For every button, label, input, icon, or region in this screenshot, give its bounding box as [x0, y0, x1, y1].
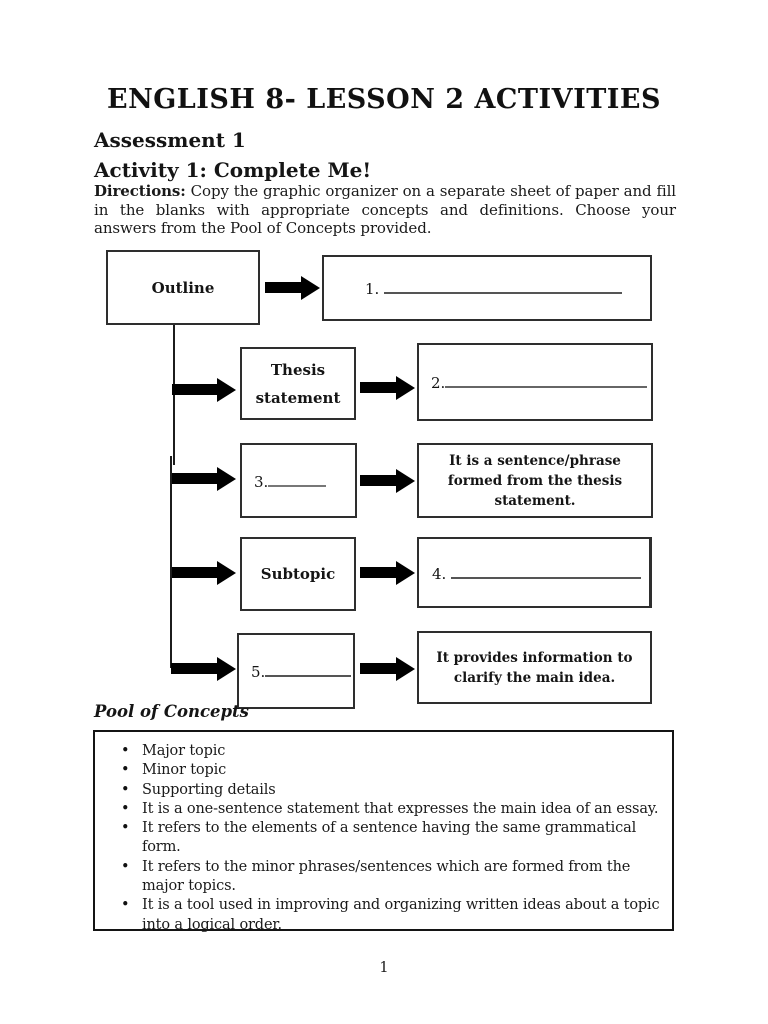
- organizer-node-outline: Outline: [106, 250, 260, 325]
- pool-item: It is a tool used in improving and organ…: [119, 896, 664, 935]
- activity-heading: Activity 1: Complete Me!: [94, 158, 372, 182]
- connector-line-lower: [170, 456, 172, 668]
- pool-of-concepts-list: Major topic Minor topic Supporting detai…: [95, 732, 672, 935]
- pool-item: It is a one-sentence statement that expr…: [119, 800, 664, 820]
- blank-5-number: 5.: [251, 663, 266, 681]
- directions-paragraph: Directions: Copy the graphic organizer o…: [94, 182, 676, 238]
- pool-of-concepts-box: Major topic Minor topic Supporting detai…: [93, 730, 674, 933]
- blank-3-number: 3.: [254, 472, 269, 491]
- page-title: ENGLISH 8- LESSON 2 ACTIVITIES: [106, 84, 662, 115]
- blank-1-line: [384, 278, 623, 294]
- organizer-blank-4: 4.: [417, 537, 652, 608]
- thesis-line-1: Thesis: [270, 360, 326, 379]
- connector-line-upper: [173, 325, 175, 465]
- blank-3-line: [268, 471, 327, 487]
- blank-2-row: 2.: [431, 372, 651, 392]
- blank-4-row: 4.: [432, 563, 649, 583]
- arrow-right-icon: [172, 377, 236, 402]
- assessment-heading: Assessment 1: [94, 128, 246, 152]
- arrow-right-icon: [265, 275, 320, 300]
- blank-4-line: [451, 563, 642, 579]
- arrow-right-icon: [360, 375, 415, 400]
- definition-supporting-details-text: It provides information to clarify the m…: [436, 649, 633, 686]
- directions-text: Copy the graphic organizer on a separate…: [94, 182, 677, 238]
- arrow-right-icon: [360, 560, 415, 585]
- blank-2-number: 2.: [431, 374, 446, 392]
- pool-item: It refers to the minor phrases/sentences…: [119, 858, 664, 897]
- blank-1-number: 1.: [365, 280, 380, 298]
- blank-3-row: 3.: [254, 471, 355, 491]
- page-number: 1: [379, 960, 389, 976]
- definition-minor-topic-text: It is a sentence/phrase formed from the …: [447, 452, 623, 509]
- organizer-definition-minor-topic: It is a sentence/phrase formed from the …: [417, 443, 653, 518]
- arrow-right-icon: [360, 468, 415, 493]
- organizer-blank-5: 5.: [237, 633, 355, 709]
- arrow-right-icon: [172, 466, 236, 491]
- blank-4-number: 4.: [432, 564, 447, 583]
- blank-5-row: 5.: [251, 661, 353, 681]
- organizer-blank-3: 3.: [240, 443, 357, 518]
- blank-1-row: 1.: [365, 278, 650, 298]
- organizer-node-thesis-statement: Thesis statement: [240, 347, 356, 420]
- blank-2-line: [445, 372, 648, 388]
- subtopic-label: Subtopic: [260, 565, 336, 583]
- thesis-line-2: statement: [255, 388, 341, 407]
- pool-of-concepts-heading: Pool of Concepts: [94, 702, 249, 721]
- pool-item: Supporting details: [119, 781, 664, 801]
- thesis-statement-label: Thesis statement: [256, 356, 341, 412]
- organizer-node-outline-label: Outline: [151, 278, 215, 297]
- pool-item: Minor topic: [119, 761, 664, 781]
- arrow-right-icon: [171, 656, 236, 681]
- organizer-blank-1: 1.: [322, 255, 652, 321]
- pool-item: It refers to the elements of a sentence …: [119, 819, 664, 858]
- organizer-blank-2: 2.: [417, 343, 653, 421]
- organizer-definition-supporting-details: It provides information to clarify the m…: [417, 631, 652, 704]
- arrow-right-icon: [172, 560, 236, 585]
- blank-5-line: [265, 661, 352, 677]
- organizer-node-subtopic: Subtopic: [240, 537, 356, 611]
- arrow-right-icon: [360, 656, 415, 681]
- pool-item: Major topic: [119, 742, 664, 762]
- directions-label: Directions:: [94, 182, 186, 200]
